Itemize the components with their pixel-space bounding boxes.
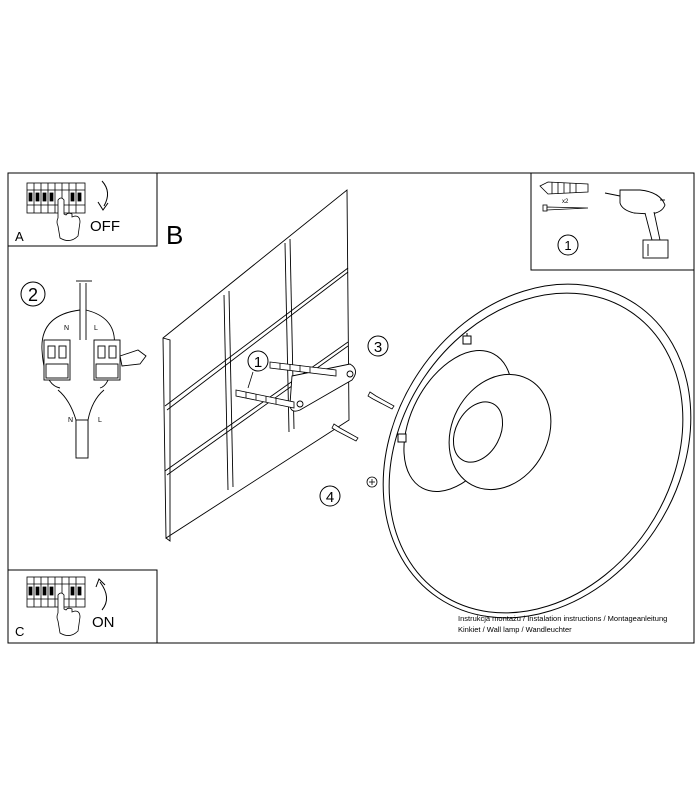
hand-icon <box>56 197 81 241</box>
drill-icon <box>604 189 669 259</box>
arrow-up-icon <box>99 581 107 611</box>
caption-line-2: Kinkiet / Wall lamp / Wandleuchter <box>458 625 572 634</box>
hand-icon <box>56 592 81 636</box>
terminal-block-icon <box>43 339 71 381</box>
wall-lamp <box>382 283 692 619</box>
step-badge: 1 <box>557 234 579 256</box>
lamp-cable <box>75 419 89 459</box>
mount-step-number: 4 <box>326 489 334 506</box>
arrow-down-icon <box>101 180 108 207</box>
lamp-pin-side <box>397 433 407 443</box>
neutral-wire <box>41 309 81 389</box>
mount-step-badge: 4 <box>319 485 341 507</box>
screw-step-number: 3 <box>374 339 382 356</box>
panel-a-letter: A <box>15 229 24 244</box>
tools-panel: x2 1 <box>530 172 695 271</box>
supply-cable <box>79 283 87 340</box>
terminal-block-icon <box>93 339 121 381</box>
quantity-label: x2 <box>562 199 569 205</box>
panel-b-letter: B <box>166 220 183 250</box>
lamp-pin-top <box>462 335 472 345</box>
wiring-step-badge: 2 <box>20 281 46 307</box>
wire-label-l-top: L <box>94 325 98 332</box>
mount-screw-icon <box>366 476 378 488</box>
wall-plug-icon <box>269 361 337 377</box>
screwdriver-hand-icon <box>119 349 147 367</box>
screw-icon <box>367 391 395 410</box>
panel-c: C ON <box>7 569 158 644</box>
wire-label-l-bottom: L <box>98 417 102 424</box>
breaker-box-icon <box>26 576 86 608</box>
outer-frame <box>7 172 695 644</box>
screw-icon <box>542 204 589 212</box>
plug-step-badge: 1 <box>247 350 269 372</box>
wiring-step-number: 2 <box>28 285 38 305</box>
lamp-center <box>452 401 504 463</box>
screw-icon <box>331 423 359 442</box>
leader-line <box>247 371 254 389</box>
wire-label-n-top: N <box>64 325 69 332</box>
wiring-diagram <box>41 280 147 459</box>
caption-line-1: Instrukcja montażu / Instalation instruc… <box>458 614 667 623</box>
mounting-bracket <box>289 363 356 412</box>
wall-plug-icon <box>235 389 295 409</box>
panel-a: A OFF <box>7 172 158 247</box>
breaker-state-on: ON <box>92 614 115 631</box>
wire-label-n-bottom: N <box>68 417 73 424</box>
tools-step-number: 1 <box>564 238 571 253</box>
screw-step-badge: 3 <box>367 335 389 357</box>
breaker-box-icon <box>26 182 86 214</box>
panel-c-letter: C <box>15 624 24 639</box>
wall-plug-icon <box>539 181 589 195</box>
plug-step-number: 1 <box>254 354 262 371</box>
breaker-state-off: OFF <box>90 218 120 235</box>
